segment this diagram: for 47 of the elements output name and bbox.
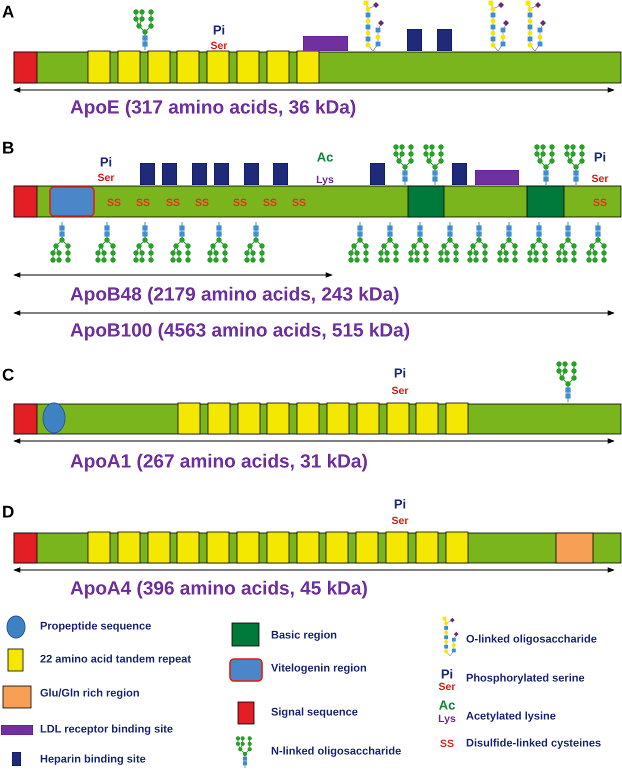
protein-name: ApoA4 (396 amino acids, 45 kDa) (70, 580, 368, 598)
protein-name: ApoB48 (2179 amino acids, 243 kDa) (70, 286, 400, 304)
disulfide-label: SS (593, 198, 607, 208)
modification-label: Ac (316, 150, 334, 164)
legend-label: Phosphorylated serine (466, 674, 585, 684)
panel-letter: D (2, 504, 14, 520)
modification-label: Ser (392, 386, 408, 396)
disulfide-label: SS (136, 198, 150, 208)
disulfide-label: SS (233, 198, 247, 208)
legend-label: LDL receptor binding site (40, 724, 174, 736)
protein-name: ApoA1 (267 amino acids, 31 kDa) (70, 452, 368, 472)
panel-letter: A (2, 4, 14, 20)
modification-label: Lys (438, 714, 456, 724)
modification-label: Ser (592, 174, 608, 184)
modification-label: Pi (440, 668, 454, 680)
legend-label: O-linked oligosaccharide (466, 634, 597, 646)
protein-name: ApoE (317 amino acids, 36 kDa) (70, 98, 356, 118)
disulfide-label: SS (166, 198, 180, 208)
modification-label: Ser (392, 516, 408, 526)
disulfide-label: SS (440, 738, 454, 750)
panel-letter: C (2, 366, 14, 384)
modification-label: Pi (212, 24, 226, 36)
modification-label: Ser (210, 40, 228, 52)
legend-label: Disulfide-linked cysteines (466, 738, 602, 750)
modification-label: Lys (316, 174, 334, 186)
protein-name: ApoB100 (4563 amino acids, 515 kDa) (70, 322, 410, 340)
panel-letter: B (2, 140, 14, 156)
modification-label: Pi (394, 366, 406, 380)
modification-label: Pi (594, 150, 606, 164)
disulfide-label: SS (107, 198, 121, 208)
modification-label: Ser (438, 682, 456, 692)
modification-label: Ser (98, 172, 114, 184)
legend-label: 22 amino acid tandem repeat (40, 654, 191, 666)
disulfide-label: SS (263, 198, 277, 208)
modification-label: Pi (394, 498, 406, 510)
modification-label: Ac (438, 698, 456, 712)
legend-label: Propeptide sequence (40, 622, 152, 632)
legend-label: Basic region (271, 630, 338, 642)
legend-label: Vitelogenin region (271, 664, 367, 674)
legend-label: Acetylated lysine (466, 712, 556, 722)
legend-label: Heparin binding site (40, 754, 146, 766)
modification-label: Pi (100, 156, 112, 168)
legend-label: Glu/Gln rich region (40, 688, 140, 700)
legend-label: N-linked oligosaccharide (271, 746, 402, 758)
legend-label: Signal sequence (271, 708, 358, 718)
disulfide-label: SS (292, 198, 306, 208)
disulfide-label: SS (195, 198, 209, 208)
